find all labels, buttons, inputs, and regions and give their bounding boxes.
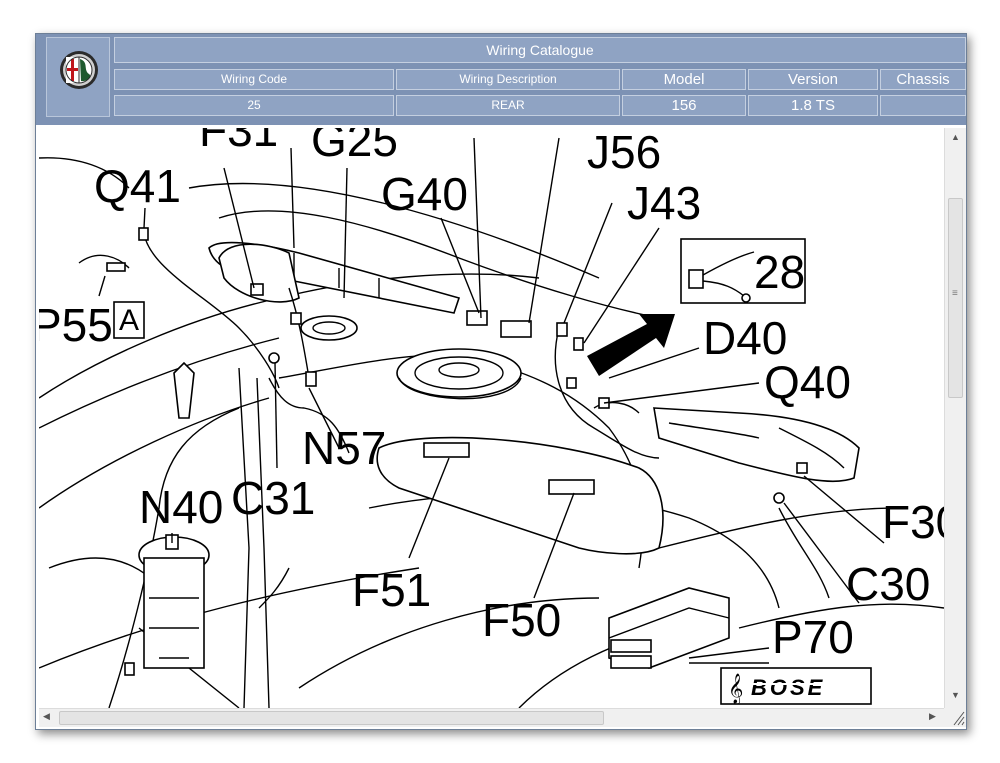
label-p55-box: A [119,304,139,337]
label-p55: P55 [39,299,113,351]
label-f30: F30 [882,496,944,548]
wiring-diagram: F31 G25 J56 Q41 G40 J43 P55 A 28 D40 Q40… [39,128,944,708]
wiring-code-value: 25 [114,95,394,116]
scroll-down-arrow-icon[interactable]: ▼ [951,690,960,700]
label-c30: C30 [846,558,930,610]
version-value: 1.8 TS [748,95,878,116]
vertical-scrollbar[interactable]: ▲ ≡ ▼ [944,128,966,708]
model-value: 156 [622,95,746,116]
scroll-right-arrow-icon[interactable]: ▶ [929,711,936,721]
label-n57: N57 [302,422,386,474]
label-c31: C31 [231,472,315,524]
bose-logo-box [720,667,872,705]
label-f31: F31 [199,128,278,156]
p55-box [113,301,145,339]
vertical-scroll-thumb[interactable] [948,198,963,398]
wiring-catalogue-window: Wiring Catalogue Wiring Code Wiring Desc… [35,33,967,730]
label-n40: N40 [139,481,223,533]
bose-logo: BOSE [751,675,825,700]
label-f50: F50 [482,594,561,646]
scroll-up-arrow-icon[interactable]: ▲ [951,132,960,142]
label-f51: F51 [352,564,431,616]
chassis-value [880,95,966,116]
wiring-description-value: REAR [396,95,620,116]
treble-clef-icon: 𝄞 [728,673,743,705]
window-title: Wiring Catalogue [114,37,966,63]
horizontal-scroll-thumb[interactable] [59,711,604,725]
catalogue-header: Wiring Catalogue Wiring Code Wiring Desc… [36,34,966,125]
label-j43: J43 [627,177,701,229]
label-g40: G40 [381,168,468,220]
label-d40: D40 [703,312,787,364]
label-g25: G25 [311,128,398,166]
label-p70: P70 [772,611,854,663]
scroll-grip-icon: ≡ [952,288,958,299]
wiring-diagram-canvas[interactable]: F31 G25 J56 Q41 G40 J43 P55 A 28 D40 Q40… [39,128,944,708]
label-q41: Q41 [94,160,181,212]
direction-arrow-icon [587,314,675,376]
model-header: Model [622,69,746,90]
scroll-left-arrow-icon[interactable]: ◀ [43,711,50,721]
logo-cell [46,37,110,117]
resize-grip-icon[interactable] [944,708,966,727]
version-header: Version [748,69,878,90]
wiring-description-header: Wiring Description [396,69,620,90]
label-callout-28: 28 [754,246,805,298]
wiring-code-header: Wiring Code [114,69,394,90]
alfa-romeo-badge-icon [60,51,98,89]
label-q40: Q40 [764,356,851,408]
horizontal-scrollbar[interactable]: ◀ ▶ [39,708,944,727]
label-j56: J56 [587,128,661,178]
chassis-header: Chassis [880,69,966,90]
